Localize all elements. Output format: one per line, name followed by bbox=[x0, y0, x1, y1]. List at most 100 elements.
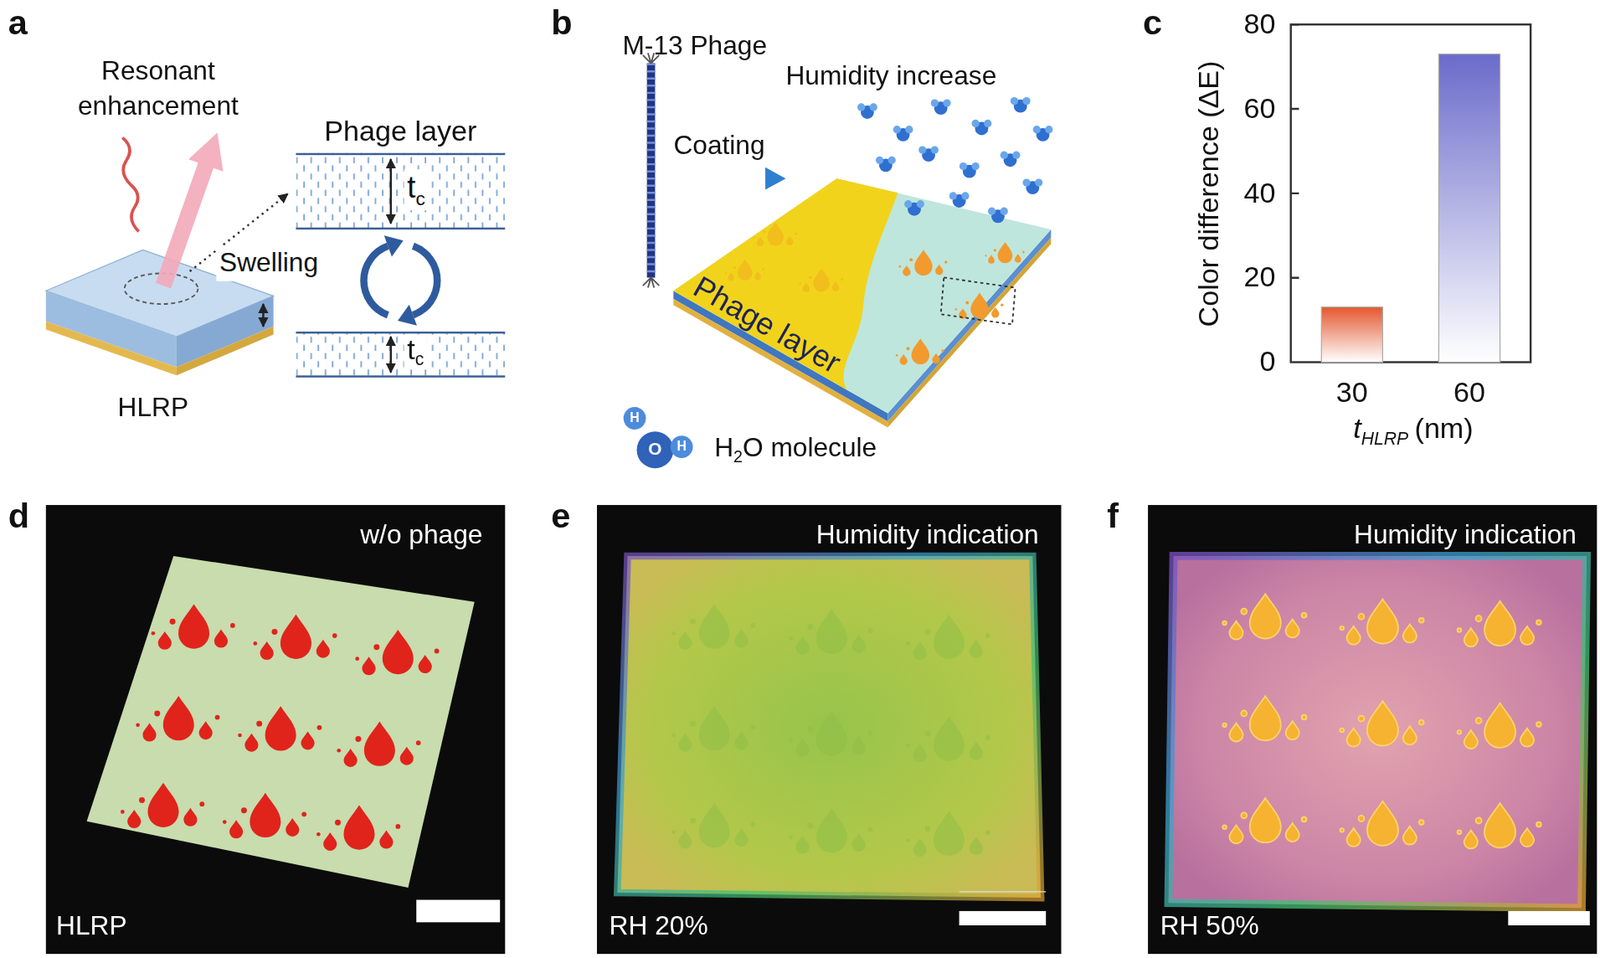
water-molecule bbox=[1022, 178, 1043, 195]
node-text: t bbox=[406, 333, 415, 366]
orange-drop bbox=[1339, 801, 1424, 847]
label-group: a bbox=[8, 0, 28, 46]
panel-letter: b bbox=[550, 3, 572, 42]
tick-label: 40 bbox=[1243, 177, 1276, 210]
light-wave bbox=[122, 137, 139, 232]
text-label: Humidity increase bbox=[785, 60, 997, 92]
water-molecule bbox=[918, 145, 939, 162]
orange-drop bbox=[955, 292, 1004, 319]
label-group: Coating bbox=[673, 128, 765, 164]
coating-arrow bbox=[665, 175, 768, 182]
tick-label: 60 bbox=[1243, 92, 1276, 125]
node-text: RH 50% bbox=[1160, 910, 1260, 942]
label-group: H bbox=[676, 437, 686, 456]
orange-drop bbox=[1457, 802, 1542, 849]
orange-drop bbox=[1222, 695, 1307, 741]
water-molecule bbox=[931, 98, 952, 115]
node-text: t bbox=[406, 169, 416, 204]
label-group: 0 bbox=[1259, 343, 1276, 381]
label-group: b bbox=[550, 0, 572, 46]
label-group: 30 bbox=[1336, 374, 1369, 412]
water-molecule bbox=[971, 119, 992, 136]
orange-drop bbox=[1339, 598, 1424, 644]
label-group: Humidity increase bbox=[785, 59, 997, 94]
cycle-arrow-line bbox=[412, 246, 438, 315]
label-group: H2O molecule bbox=[714, 430, 877, 467]
orange-drop bbox=[1222, 797, 1307, 844]
red-drop bbox=[135, 695, 220, 741]
scale-line bbox=[959, 890, 1047, 892]
phage-layer-band: tc bbox=[295, 331, 505, 378]
panel-letter: a bbox=[8, 3, 28, 42]
faint-drop bbox=[905, 811, 990, 857]
photo-ground bbox=[1147, 504, 1597, 954]
node-text: c bbox=[415, 187, 425, 210]
tick-label: 0 bbox=[1259, 345, 1276, 378]
label-group: O bbox=[648, 438, 662, 462]
node-text-group: tc bbox=[404, 169, 429, 211]
node-text-group: Humidity indication bbox=[816, 519, 1040, 551]
node-text-group: RH 20% bbox=[609, 910, 709, 942]
atom-symbol: O bbox=[648, 439, 662, 459]
node-text-group: w/o phage bbox=[360, 519, 483, 551]
coating-arrow-head bbox=[765, 167, 786, 191]
tick-label: 30 bbox=[1336, 375, 1369, 408]
red-drop bbox=[354, 629, 439, 675]
hydrogen-atom bbox=[623, 406, 647, 430]
label-group: 20 bbox=[1243, 258, 1276, 296]
faint-drop bbox=[788, 609, 873, 655]
thickness-arrow bbox=[390, 159, 392, 224]
panel-letter: c bbox=[1142, 3, 1163, 42]
label-group: Resonant enhancement bbox=[30, 54, 287, 124]
node-text: Humidity indication bbox=[816, 519, 1040, 551]
label-group: Color difference (ΔE) bbox=[1190, 61, 1228, 328]
faint-drop bbox=[725, 259, 765, 282]
label-group: d bbox=[8, 492, 30, 538]
water-molecule bbox=[893, 125, 914, 142]
faint-drop bbox=[905, 715, 990, 762]
axis-title: t bbox=[1353, 412, 1361, 445]
bar bbox=[1438, 54, 1500, 363]
arrow-head bbox=[384, 235, 404, 257]
label-group: M-13 Phage bbox=[622, 28, 767, 63]
cycle-arrow bbox=[397, 246, 438, 326]
atom-symbol: H bbox=[676, 437, 686, 453]
text-label: H bbox=[714, 432, 734, 464]
phage-rod-stripes bbox=[647, 63, 656, 278]
sample-film bbox=[1167, 555, 1587, 908]
faint-drop bbox=[671, 705, 756, 752]
node-text-group: tc bbox=[404, 334, 428, 371]
red-drop bbox=[316, 804, 401, 850]
orange-drop bbox=[1457, 601, 1542, 647]
node-text: Phage layer bbox=[324, 115, 477, 148]
faint-drop bbox=[671, 802, 756, 849]
axis-title: Color difference (ΔE) bbox=[1192, 61, 1225, 328]
label-group: Swelling bbox=[216, 246, 321, 281]
sample-film bbox=[617, 555, 1041, 898]
scale-bar bbox=[959, 910, 1047, 926]
red-drop bbox=[222, 792, 307, 839]
text-label: Coating bbox=[673, 129, 765, 161]
node-text: w/o phage bbox=[360, 519, 483, 551]
label-group: tHLRP(nm) bbox=[1353, 411, 1473, 451]
cycle-arrow bbox=[363, 235, 403, 315]
node-text-group: Humidity indication bbox=[1353, 519, 1577, 551]
text-label: M-13 Phage bbox=[622, 29, 767, 61]
tick-label: 60 bbox=[1453, 375, 1486, 408]
node-text: Humidity indication bbox=[1353, 519, 1577, 551]
water-molecule bbox=[857, 102, 878, 119]
water-molecule bbox=[1010, 97, 1031, 114]
orange-drop bbox=[1222, 593, 1307, 639]
text-label: O molecule bbox=[742, 432, 877, 464]
photo-panel: Humidity indication RH 20% bbox=[596, 504, 1062, 954]
panel-letter: d bbox=[8, 495, 30, 535]
label-group: 60 bbox=[1243, 90, 1276, 128]
label-group: c bbox=[1142, 0, 1163, 46]
water-molecule bbox=[904, 200, 925, 217]
text-label: HLRP bbox=[118, 391, 190, 423]
faint-drop bbox=[905, 614, 990, 660]
hlrp-gold bbox=[46, 321, 177, 376]
orange-drop bbox=[1457, 703, 1542, 749]
